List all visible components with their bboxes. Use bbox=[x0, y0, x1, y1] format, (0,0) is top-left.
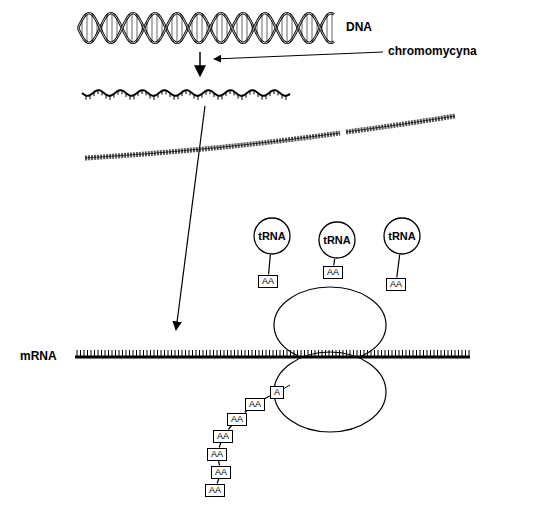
leader-line bbox=[214, 52, 383, 59]
peptide-bond bbox=[283, 385, 290, 389]
amino-acid-box: AA bbox=[205, 484, 224, 497]
amino-acid-box: AA bbox=[213, 430, 232, 443]
connector-line bbox=[333, 259, 335, 266]
trna-circle: tRNA bbox=[253, 217, 291, 255]
transport-arrow bbox=[176, 106, 205, 330]
diagram-label: DNA bbox=[346, 20, 372, 34]
rna-strand bbox=[82, 90, 290, 100]
transcription-arrow bbox=[199, 52, 201, 76]
amino-acid-label: AA bbox=[249, 399, 261, 409]
amino-acid-label: AA bbox=[390, 279, 402, 289]
connector-line bbox=[269, 255, 271, 275]
nuclear-membrane-edge bbox=[85, 133, 340, 158]
amino-acid-label: AA bbox=[327, 267, 339, 277]
nuclear-membrane bbox=[346, 116, 455, 132]
amino-acid-box: A bbox=[270, 386, 283, 399]
diagram-label: mRNA bbox=[20, 349, 57, 363]
diagram-label: chromomycyna bbox=[388, 44, 477, 58]
trna-circle: tRNA bbox=[318, 221, 356, 259]
amino-acid-label: AA bbox=[231, 414, 243, 424]
trna-label: tRNA bbox=[258, 230, 286, 242]
amino-acid-label: AA bbox=[209, 485, 221, 495]
trna-circle: tRNA bbox=[383, 217, 421, 255]
amino-acid-box: AA bbox=[258, 275, 277, 288]
amino-acid-box: AA bbox=[227, 413, 246, 426]
trna-label: tRNA bbox=[388, 230, 416, 242]
amino-acid-box: AA bbox=[386, 278, 405, 291]
amino-acid-box: AA bbox=[207, 448, 226, 461]
trna-label: tRNA bbox=[323, 234, 351, 246]
amino-acid-label: AA bbox=[262, 276, 274, 286]
amino-acid-label: A bbox=[274, 387, 280, 397]
mrna-strand bbox=[75, 350, 470, 357]
amino-acid-box: AA bbox=[245, 398, 264, 411]
ribosome-small-subunit bbox=[274, 352, 386, 432]
connector-line bbox=[397, 255, 400, 278]
nuclear-membrane-edge bbox=[346, 116, 455, 132]
amino-acid-label: AA bbox=[211, 449, 223, 459]
dna-helix bbox=[78, 13, 334, 43]
nuclear-membrane bbox=[85, 133, 340, 158]
amino-acid-box: AA bbox=[211, 466, 230, 479]
amino-acid-label: AA bbox=[217, 431, 229, 441]
amino-acid-box: AA bbox=[323, 266, 342, 279]
amino-acid-label: AA bbox=[215, 467, 227, 477]
